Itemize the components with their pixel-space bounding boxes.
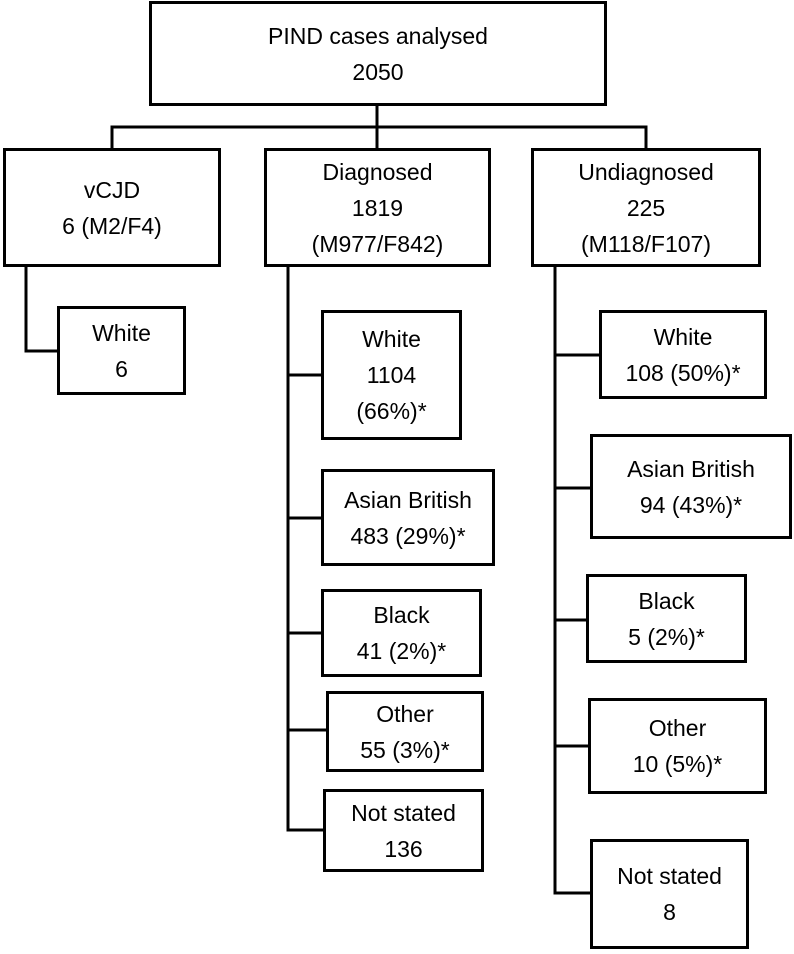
diagnosed-black-label: Black [373, 602, 430, 628]
diagnosed-white-count: 1104 [366, 362, 417, 388]
undiagnosed-count: 225 [626, 194, 666, 221]
root-title: PIND cases analysed [268, 22, 488, 49]
diagnosed-asian-british-count: 483 (29%)* [350, 522, 466, 549]
diagnosed-black-count: 41 (2%)* [356, 638, 447, 664]
diagnosed-asian-british-label: Asian British [344, 486, 472, 513]
root-count: 2050 [352, 58, 404, 85]
undiagnosed-asian-british-count: 94 (43%)* [639, 491, 743, 518]
vcjd-title: vCJD [83, 176, 141, 203]
undiagnosed-not-stated-box: Not stated 8 [590, 839, 749, 949]
vcjd-white-box: White 6 [57, 306, 186, 395]
undiagnosed-white-box: White 108 (50%)* [599, 310, 767, 399]
undiagnosed-asian-british-box: Asian British 94 (43%)* [590, 434, 792, 539]
diagnosed-white-box: White 1104 (66%)* [321, 310, 462, 440]
undiagnosed-white-label: White [653, 323, 713, 350]
undiagnosed-black-label: Black [638, 587, 695, 614]
undiagnosed-other-count: 10 (5%)* [632, 751, 723, 777]
undiagnosed-other-label: Other [648, 715, 707, 741]
undiagnosed-box: Undiagnosed 225 (M118/F107) [531, 148, 761, 267]
undiagnosed-title: Undiagnosed [578, 158, 714, 185]
undiagnosed-asian-british-label: Asian British [627, 455, 755, 482]
undiagnosed-other-box: Other 10 (5%)* [588, 698, 767, 794]
undiagnosed-black-count: 5 (2%)* [628, 623, 705, 650]
root-box: PIND cases analysed 2050 [149, 1, 607, 106]
diagnosed-other-box: Other 55 (3%)* [326, 691, 484, 772]
vcjd-count: 6 (M2/F4) [62, 212, 162, 239]
diagnosed-box: Diagnosed 1819 (M977/F842) [264, 148, 491, 267]
diagnosed-white-label: White [362, 326, 421, 352]
undiagnosed-white-count: 108 (50%)* [625, 359, 741, 386]
diagnosed-not-stated-box: Not stated 136 [323, 789, 484, 872]
diagnosed-other-count: 55 (3%)* [360, 736, 450, 763]
diagnosed-black-box: Black 41 (2%)* [321, 589, 482, 677]
vcjd-white-label: White [92, 319, 151, 346]
undiagnosed-not-stated-label: Not stated [617, 863, 722, 889]
diagnosed-white-percent: (66%)* [356, 398, 427, 424]
diagnosed-title: Diagnosed [322, 158, 433, 185]
diagnosed-not-stated-count: 136 [384, 835, 423, 862]
vcjd-white-count: 6 [115, 355, 128, 382]
undiagnosed-not-stated-count: 8 [663, 899, 676, 925]
undiagnosed-sex-split: (M118/F107) [581, 230, 711, 257]
diagnosed-count: 1819 [351, 194, 404, 221]
diagnosed-sex-split: (M977/F842) [311, 230, 444, 257]
undiagnosed-black-box: Black 5 (2%)* [586, 574, 747, 663]
diagnosed-other-label: Other [376, 700, 434, 727]
vcjd-box: vCJD 6 (M2/F4) [3, 148, 221, 267]
diagnosed-not-stated-label: Not stated [351, 799, 456, 826]
diagnosed-asian-british-box: Asian British 483 (29%)* [321, 469, 495, 566]
